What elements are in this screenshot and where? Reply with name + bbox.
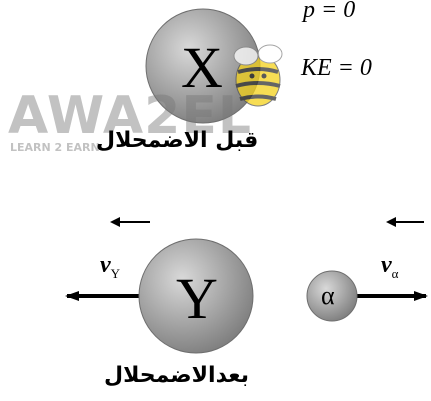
daughter-nucleus-sphere <box>138 238 254 354</box>
parent-nucleus-label: X <box>181 35 223 100</box>
watermark-brand-text: AWA2EL <box>8 86 253 146</box>
watermark-tagline-text: LEARN 2 EARN <box>10 141 100 154</box>
kinetic-energy-equation: KE = 0 <box>301 55 372 81</box>
alpha-particle-label: α <box>321 281 335 310</box>
before-decay-caption: قبل الاضمحلال <box>96 128 259 153</box>
after-decay-caption: بعدالاضمحلال <box>104 363 249 388</box>
velocity-y-label: vY <box>100 252 121 281</box>
velocity-alpha-label: vα <box>381 252 399 281</box>
bee-watermark-icon <box>233 44 283 107</box>
momentum-equation: p = 0 <box>303 0 356 23</box>
alpha-particle-sphere <box>306 270 358 322</box>
daughter-nucleus-label: Y <box>176 266 218 331</box>
